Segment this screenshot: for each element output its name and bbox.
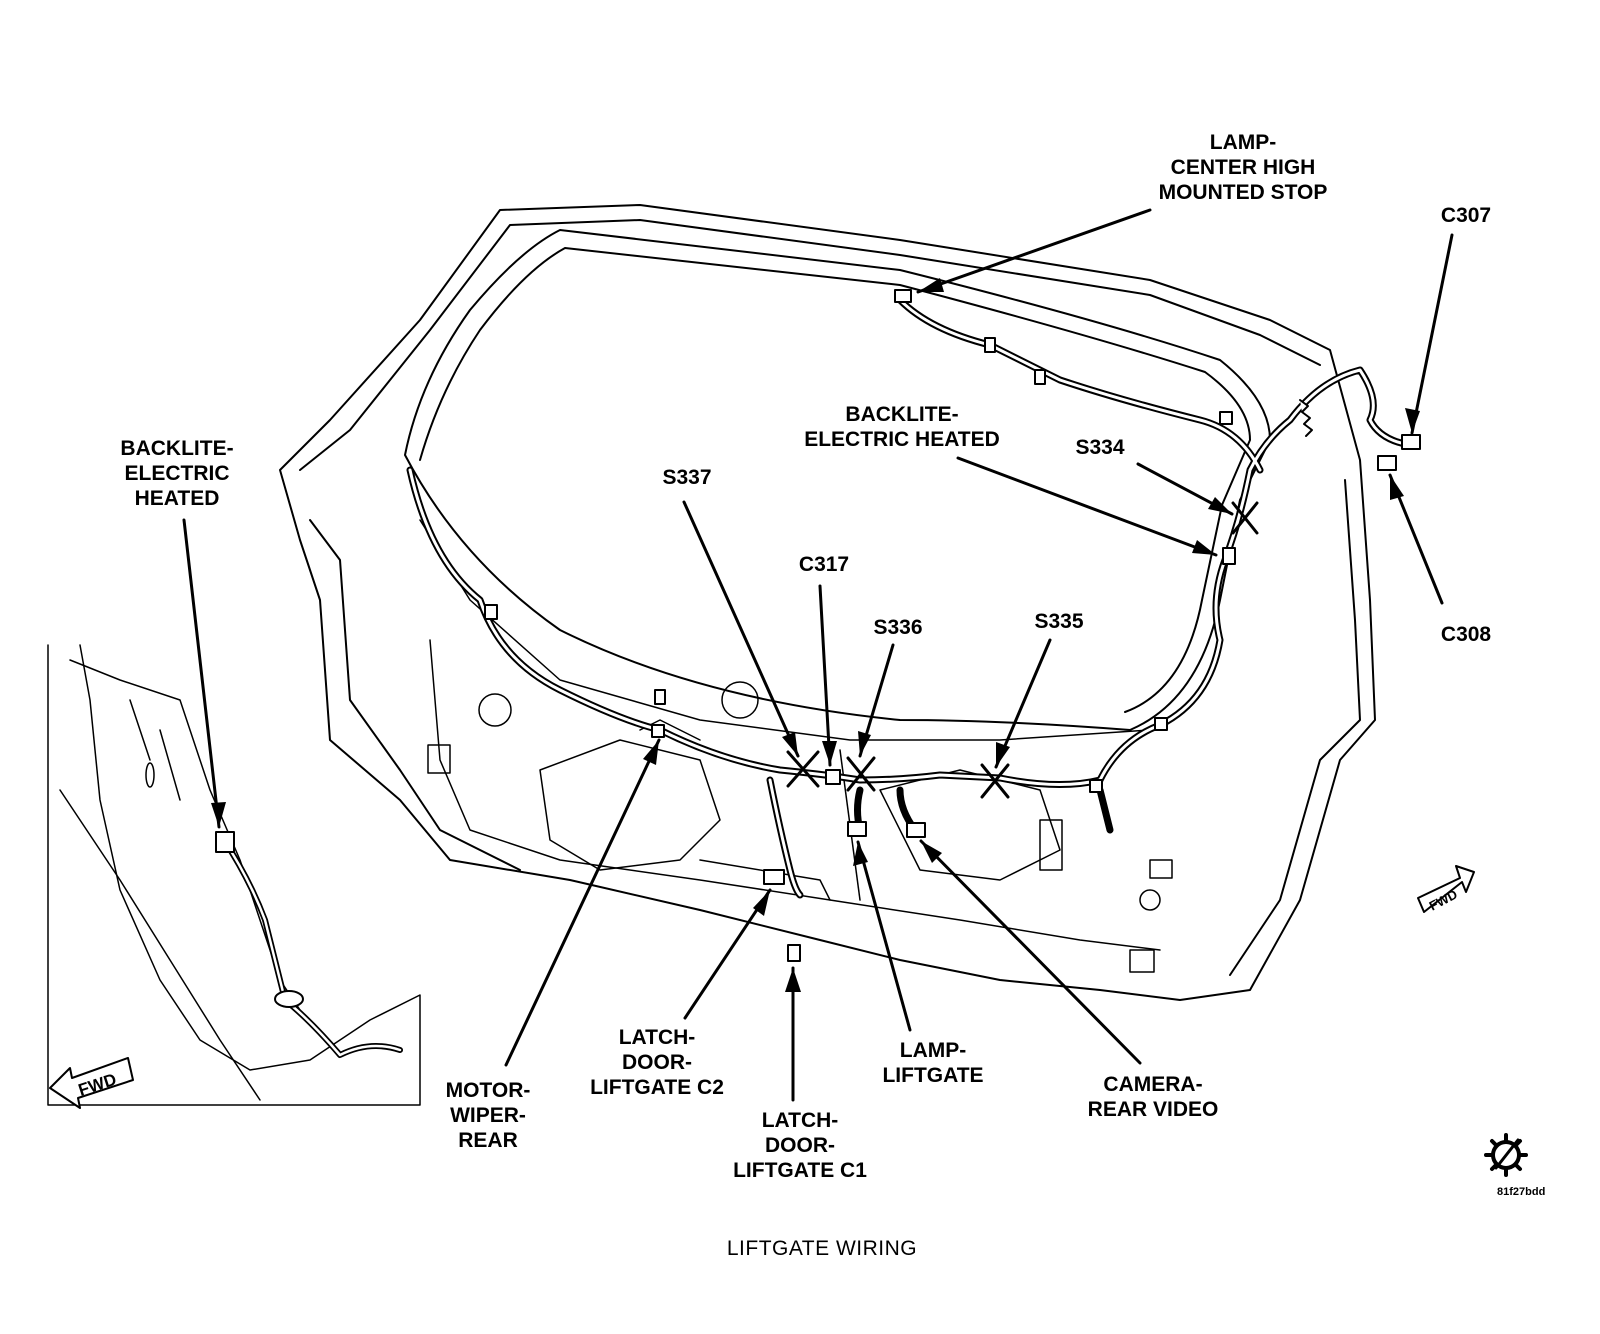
splice-s335: [980, 763, 1010, 799]
callout-text: MOUNTED STOP: [1158, 181, 1328, 204]
callout-text: DOOR-: [765, 1134, 835, 1157]
inset-connector: [215, 831, 235, 853]
connector-c307: [1401, 434, 1421, 450]
callout-text: LIFTGATE C2: [590, 1076, 724, 1099]
harness-clip: [1089, 779, 1103, 793]
callout-lamp-chmsl: LAMP- CENTER HIGH MOUNTED STOP: [1159, 130, 1328, 205]
callout-motor-wiper: MOTOR- WIPER- REAR: [446, 1078, 531, 1153]
connector-camera: [906, 822, 926, 838]
inset-clip: [274, 990, 304, 1008]
fwd-arrow-icon: [1417, 865, 1475, 913]
wiring-harness-core: [408, 298, 1412, 897]
leader-lines: [182, 208, 1454, 1102]
connector-chmsl: [894, 289, 912, 303]
callout-text: ELECTRIC: [124, 462, 230, 485]
callout-text: BACKLITE-: [120, 437, 234, 460]
callout-camera: CAMERA- REAR VIDEO: [1088, 1072, 1219, 1122]
connectors: [484, 289, 1421, 962]
inset-backlite-detail: [47, 644, 421, 1106]
connector-latch-c1: [787, 944, 801, 962]
harness-clip: [984, 337, 996, 353]
callout-text: CENTER HIGH: [1170, 156, 1316, 179]
callout-text: MOTOR-: [445, 1079, 531, 1102]
harness-clip: [1154, 717, 1168, 731]
connector-c308: [1377, 455, 1397, 471]
callout-text: LATCH-: [761, 1109, 839, 1132]
callout-text: LAMP-: [1209, 131, 1277, 154]
fwd-arrow-icon: [49, 1057, 134, 1109]
harness-clip: [484, 604, 498, 620]
splice-s337: [786, 750, 820, 788]
callout-text: ELECTRIC HEATED: [804, 428, 1000, 451]
diagram-caption: LIFTGATE WIRING: [726, 1237, 918, 1260]
callout-c308: C308: [1440, 623, 1492, 646]
callout-text: LIFTGATE: [882, 1064, 984, 1087]
callout-text: DOOR-: [622, 1051, 692, 1074]
callout-text: LIFTGATE C1: [733, 1159, 867, 1182]
callout-latch-c1: LATCH- DOOR- LIFTGATE C1: [733, 1108, 867, 1183]
splice-s336: [846, 756, 876, 792]
connector-lamp-liftgate: [847, 821, 867, 837]
connector-motor-wiper: [651, 724, 665, 738]
leader-arrowheads: [211, 278, 1420, 992]
callout-text: REAR VIDEO: [1087, 1098, 1219, 1121]
gear-icon: [1484, 1133, 1528, 1177]
backlite-window-opening: [404, 229, 1271, 731]
harness-clip: [1034, 369, 1046, 385]
wiring-harness: [406, 296, 1414, 899]
connector-backlite: [1222, 547, 1236, 565]
callout-latch-c2: LATCH- DOOR- LIFTGATE C2: [590, 1025, 724, 1100]
callout-s336: S336: [873, 616, 923, 639]
callout-s335: S335: [1034, 610, 1084, 633]
splice-s334: [1231, 501, 1259, 535]
callout-s337: S337: [662, 466, 712, 489]
callout-s334: S334: [1075, 436, 1125, 459]
callout-c307: C307: [1440, 204, 1492, 227]
callout-text: REAR: [458, 1129, 518, 1152]
inset-harness-core: [222, 838, 402, 1057]
image-code: 81f27bdd: [1497, 1186, 1546, 1198]
callout-lamp-liftgate: LAMP- LIFTGATE: [882, 1038, 983, 1088]
callout-c317: C317: [798, 553, 850, 576]
liftgate-body-outline: [279, 204, 1376, 1001]
callout-backlite-inset: BACKLITE- ELECTRIC HEATED: [120, 436, 233, 511]
callout-text: CAMERA-: [1103, 1073, 1203, 1096]
callout-text: LAMP-: [899, 1039, 967, 1062]
harness-clip: [654, 689, 666, 705]
callout-text: BACKLITE-: [845, 403, 959, 426]
connector-latch-c2: [763, 869, 785, 885]
harness-coil: [1299, 399, 1313, 437]
harness-clip: [1219, 411, 1233, 425]
callout-text: HEATED: [134, 487, 220, 510]
callout-backlite-heated: BACKLITE- ELECTRIC HEATED: [804, 402, 1000, 452]
splices: [786, 501, 1259, 799]
callout-text: WIPER-: [450, 1104, 526, 1127]
callout-text: LATCH-: [618, 1026, 696, 1049]
connector-c317: [825, 769, 841, 785]
